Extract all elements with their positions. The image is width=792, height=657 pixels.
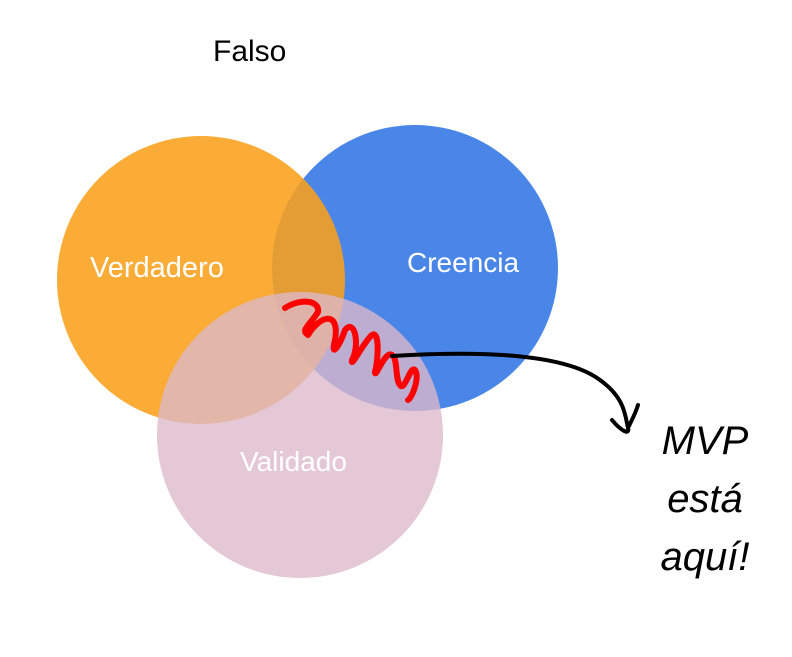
validated-circle [157,292,443,578]
label-creencia: Creencia [407,247,520,278]
title-false: Falso [213,35,287,68]
label-verdadero: Verdadero [90,252,224,284]
annotation-line3: aquí! [660,535,750,579]
mvp-annotation: MVP está aquí! [650,412,760,586]
arrow [390,351,640,434]
annotation-line2: está [667,477,743,521]
label-validado: Validado [240,446,347,477]
scribble-mark [282,298,420,403]
annotation-line1: MVP [661,419,749,463]
